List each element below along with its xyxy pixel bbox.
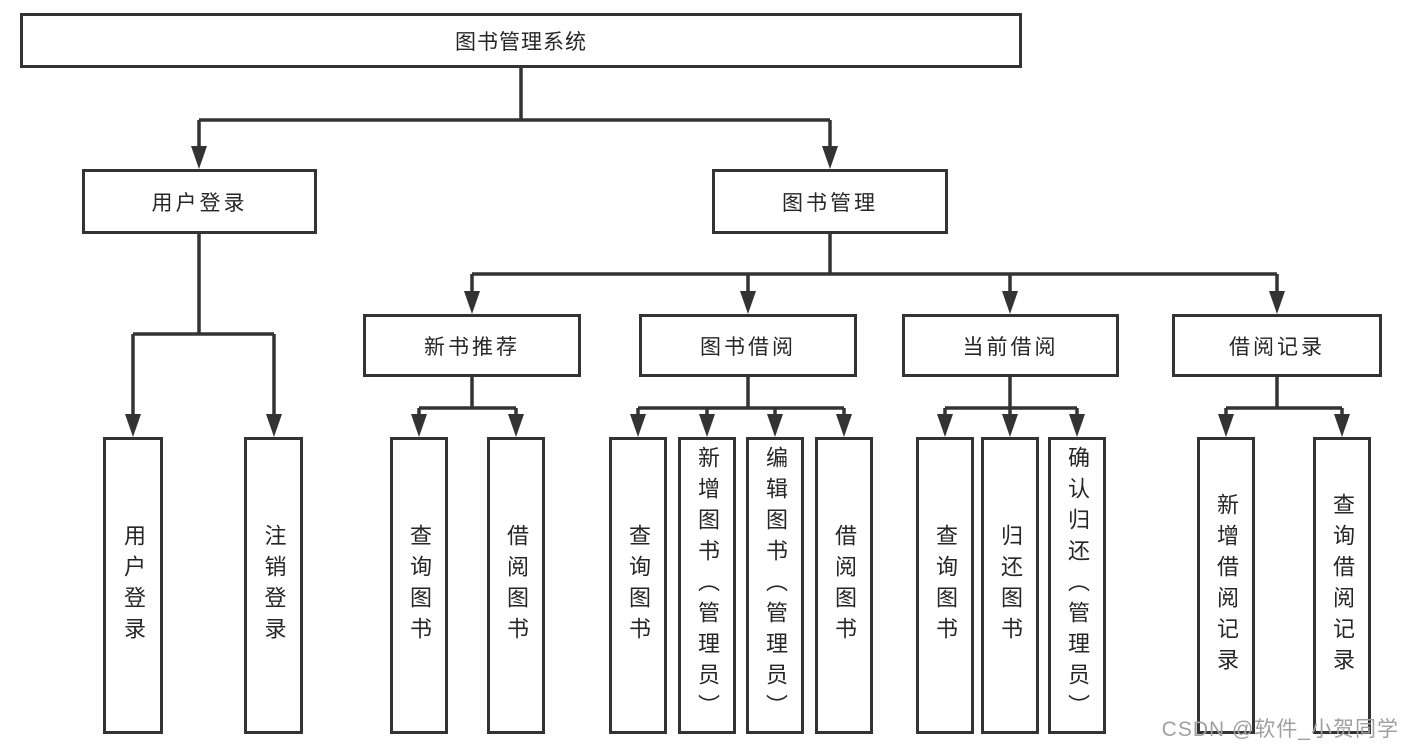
leaf-label: 借阅图书: [504, 523, 529, 648]
node-label: 新书推荐: [424, 335, 520, 359]
leaf-label: 注销登录: [261, 523, 287, 648]
leaf-borrow-book: 借阅图书: [815, 437, 873, 734]
leaf-return-book: 归还图书: [981, 437, 1039, 734]
leaf-user-login: 用户登录: [103, 437, 163, 734]
leaf-query-book-recommend: 查询图书: [390, 437, 448, 734]
node-book-management: 图书管理: [712, 169, 948, 234]
node-root: 图书管理系统: [20, 13, 1022, 68]
leaf-add-book-admin: 新增图书（管理员）: [678, 437, 736, 734]
leaf-label: 查询图书: [407, 523, 432, 648]
node-label: 借阅记录: [1229, 335, 1325, 359]
leaf-label: 确认归还（管理员）: [1065, 446, 1090, 725]
leaf-label: 新增借阅记录: [1214, 492, 1239, 679]
node-user-login: 用户登录: [82, 169, 317, 234]
node-label: 当前借阅: [962, 335, 1059, 359]
leaf-label: 新增图书（管理员）: [695, 446, 720, 725]
leaf-label: 查询借阅记录: [1330, 492, 1355, 679]
node-label: 用户登录: [151, 191, 248, 215]
leaf-label: 查询图书: [933, 523, 958, 648]
node-current-borrow: 当前借阅: [902, 314, 1119, 377]
leaf-confirm-return-admin: 确认归还（管理员）: [1048, 437, 1106, 734]
node-book-borrow: 图书借阅: [639, 314, 857, 377]
node-label: 图书管理: [782, 191, 878, 215]
leaf-add-borrow-record: 新增借阅记录: [1197, 437, 1255, 734]
leaf-label: 编辑图书（管理员）: [763, 446, 788, 725]
leaf-label: 借阅图书: [832, 523, 857, 648]
node-label: 图书借阅: [700, 335, 796, 359]
leaf-label: 用户登录: [121, 523, 146, 648]
leaf-borrow-book-recommend: 借阅图书: [487, 437, 545, 734]
leaf-label: 归还图书: [998, 523, 1023, 648]
leaf-edit-book-admin: 编辑图书（管理员）: [746, 437, 804, 734]
leaf-query-book-current: 查询图书: [916, 437, 974, 734]
leaf-label: 查询图书: [626, 523, 651, 648]
node-label: 图书管理系统: [455, 30, 587, 54]
leaf-logout: 注销登录: [244, 437, 303, 734]
leaf-query-book-borrow: 查询图书: [609, 437, 667, 734]
leaf-query-borrow-record: 查询借阅记录: [1313, 437, 1371, 734]
node-borrow-record: 借阅记录: [1172, 314, 1382, 377]
csdn-watermark: CSDN @软件_小贺同学: [1161, 718, 1399, 741]
node-new-book-recommend: 新书推荐: [363, 314, 581, 377]
